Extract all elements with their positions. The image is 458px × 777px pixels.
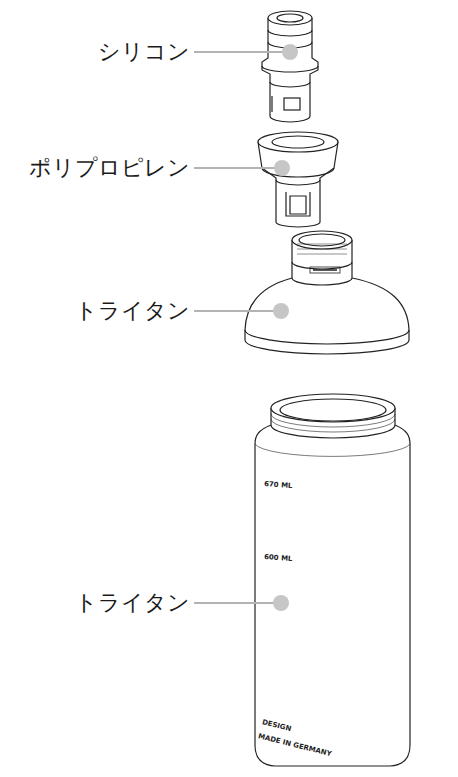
- leader-line: [194, 310, 281, 312]
- leader-dot: [274, 160, 290, 176]
- material-label: トライタン: [75, 298, 190, 324]
- leader-line: [194, 167, 282, 169]
- bottle-marking: MADE IN GERMANY: [257, 733, 332, 758]
- material-label: シリコン: [98, 39, 190, 65]
- bottle-marking: 670 ML: [264, 481, 293, 490]
- leader-line: [194, 51, 290, 53]
- shoulder-part: [245, 231, 409, 354]
- leader-dot: [273, 303, 289, 319]
- bottle-marking: 600 ML: [264, 554, 293, 563]
- leader-dot: [282, 44, 298, 60]
- leader-dot: [273, 595, 289, 611]
- valve-part: [262, 11, 318, 122]
- bottle-marking: DESIGN: [261, 719, 292, 733]
- bottle-part: [255, 394, 410, 766]
- leader-line: [194, 602, 281, 604]
- material-label: ポリプロピレン: [29, 155, 190, 181]
- cap-part: [258, 132, 338, 227]
- material-label: トライタン: [75, 590, 190, 616]
